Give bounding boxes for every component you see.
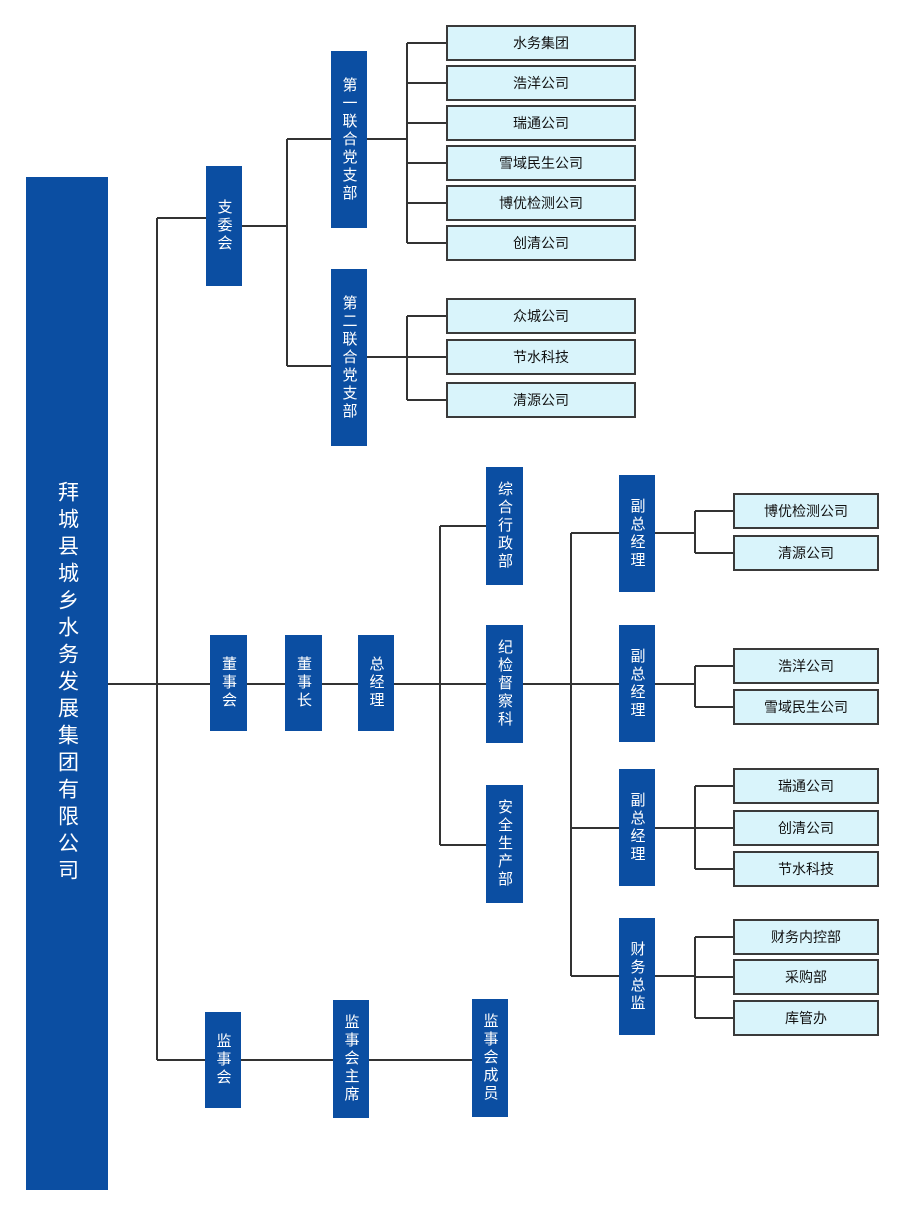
exec3-unit: 创清公司	[733, 810, 879, 846]
party-branch-2: 第二联合党支部	[331, 269, 367, 446]
supervisory-members: 监事会成员	[472, 999, 508, 1117]
party-committee: 支委会	[206, 166, 242, 286]
general-manager: 总经理	[358, 635, 394, 731]
root-company: 拜城县城乡水务发展集团有限公司	[26, 177, 108, 1190]
exec1-unit: 博优检测公司	[733, 493, 879, 529]
exec1-unit: 清源公司	[733, 535, 879, 571]
branch2-company: 清源公司	[446, 382, 636, 418]
party-branch-1: 第一联合党支部	[331, 51, 367, 228]
chairman: 董事长	[285, 635, 322, 731]
branch1-company: 水务集团	[446, 25, 636, 61]
dept-admin: 综合行政部	[486, 467, 523, 585]
cfo-unit: 库管办	[733, 1000, 879, 1036]
branch1-company: 创清公司	[446, 225, 636, 261]
cfo-unit: 采购部	[733, 959, 879, 995]
supervisory-chair: 监事会主席	[333, 1000, 369, 1118]
exec3-unit: 瑞通公司	[733, 768, 879, 804]
exec2-unit: 雪域民生公司	[733, 689, 879, 725]
branch2-company: 节水科技	[446, 339, 636, 375]
supervisory-board: 监事会	[205, 1012, 241, 1108]
branch1-company: 浩洋公司	[446, 65, 636, 101]
dept-safety: 安全生产部	[486, 785, 523, 903]
branch1-company: 雪域民生公司	[446, 145, 636, 181]
board-of-directors: 董事会	[210, 635, 247, 731]
exec3-unit: 节水科技	[733, 851, 879, 887]
deputy-gm-3: 副总经理	[619, 769, 655, 886]
branch2-company: 众城公司	[446, 298, 636, 334]
branch1-company: 瑞通公司	[446, 105, 636, 141]
cfo-unit: 财务内控部	[733, 919, 879, 955]
exec2-unit: 浩洋公司	[733, 648, 879, 684]
cfo: 财务总监	[619, 918, 655, 1035]
dept-discipline: 纪检督察科	[486, 625, 523, 743]
deputy-gm-1: 副总经理	[619, 475, 655, 592]
deputy-gm-2: 副总经理	[619, 625, 655, 742]
branch1-company: 博优检测公司	[446, 185, 636, 221]
